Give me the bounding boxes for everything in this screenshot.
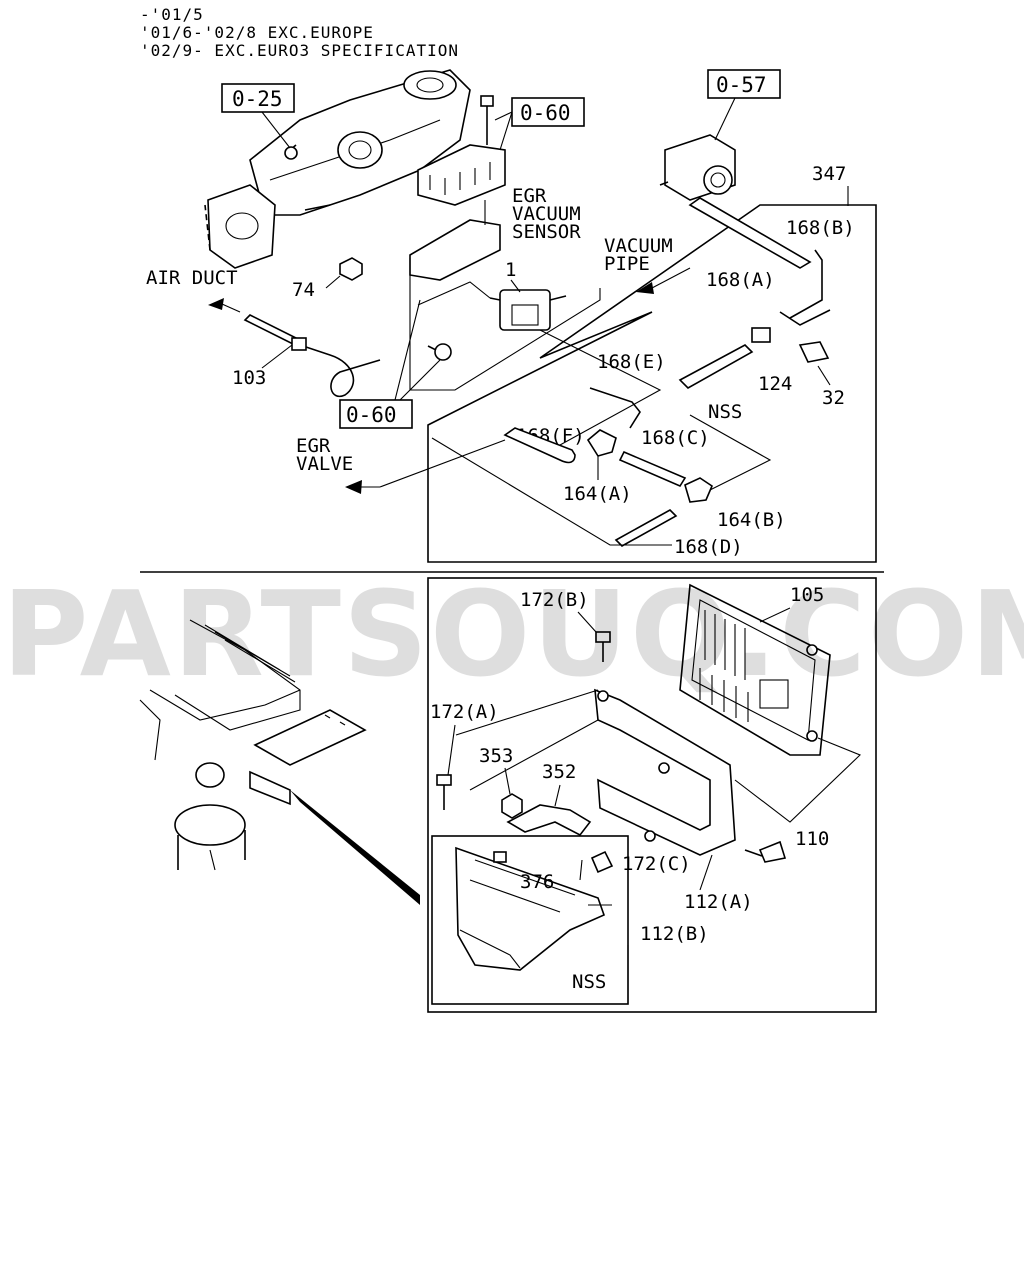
- watermark: PARTSOUQ.COM: [2, 565, 1024, 703]
- ref-0-60-top: 0-60: [520, 101, 571, 125]
- header-line-1: -'01/5: [140, 5, 204, 24]
- label-egr-valve-2: VALVE: [296, 453, 353, 475]
- part-124: 124: [758, 373, 792, 395]
- label-vacuum-pipe-1: VACUUM: [604, 235, 673, 257]
- part-112a: 112(A): [684, 891, 753, 913]
- part-347: 347: [812, 163, 846, 185]
- ref-0-57: 0-57: [716, 73, 767, 97]
- intake-manifold-drawing: 0-25: [204, 69, 471, 269]
- part-172c: 172(C): [622, 853, 691, 875]
- engine-bay-context: [139, 619, 420, 905]
- part-352: 352: [542, 761, 576, 783]
- part-105: 105: [790, 584, 824, 606]
- ref-0-60-bottom: 0-60: [346, 403, 397, 427]
- part-376: 376: [520, 871, 554, 893]
- label-egr-valve-1: EGR: [296, 435, 331, 457]
- part-168a: 168(A): [706, 269, 775, 291]
- part-110: 110: [795, 828, 829, 850]
- part-112b: 112(B): [640, 923, 709, 945]
- part-74: 74: [292, 279, 315, 301]
- label-nss-1: NSS: [708, 401, 742, 423]
- part-103: 103: [232, 367, 266, 389]
- label-air-duct: AIR DUCT: [146, 267, 238, 289]
- part-168c: 168(C): [641, 427, 710, 449]
- part-172a: 172(A): [430, 701, 499, 723]
- vacuum-pipe-callout: VACUUM PIPE: [604, 235, 691, 294]
- ref-0-25: 0-25: [232, 87, 283, 111]
- part-32: 32: [822, 387, 845, 409]
- ecu-bracket-assembly: 105 172(B) 110 112(A) 172(A) 353 352 172…: [427, 577, 877, 1013]
- egr-vacuum-sensor-module: 0-60 EGR VACUUM SENSOR: [409, 95, 585, 281]
- label-sensor: SENSOR: [512, 221, 581, 243]
- label-nss-2: NSS: [572, 971, 606, 993]
- egr-valve-callout: EGR VALVE: [296, 435, 506, 494]
- part-168b: 168(B): [786, 217, 855, 239]
- part-164a: 164(A): [563, 483, 632, 505]
- part-164b: 164(B): [717, 509, 786, 531]
- part-1: 1: [505, 259, 516, 281]
- label-egr: EGR: [512, 185, 547, 207]
- part-172b: 172(B): [520, 589, 589, 611]
- part-168d: 168(D): [674, 536, 743, 558]
- label-vacuum: VACUUM: [512, 203, 581, 225]
- vsv-and-hoses: 1 74 103 0-60: [232, 257, 601, 429]
- header-line-3: '02/9- EXC.EURO3 SPECIFICATION: [140, 41, 459, 60]
- solenoid-valve: 0-57: [659, 69, 781, 201]
- part-168e: 168(E): [597, 351, 666, 373]
- applicability-header: -'01/5 '01/6-'02/8 EXC.EUROPE '02/9- EXC…: [140, 5, 459, 60]
- air-duct-callout: AIR DUCT: [146, 267, 241, 313]
- part-353: 353: [479, 745, 513, 767]
- hose-kit-347: 347 168(B) 168(A) 124 NSS 32 168(E) 168(…: [427, 163, 877, 563]
- label-vacuum-pipe-2: PIPE: [604, 253, 650, 275]
- header-line-2: '01/6-'02/8 EXC.EUROPE: [140, 23, 374, 42]
